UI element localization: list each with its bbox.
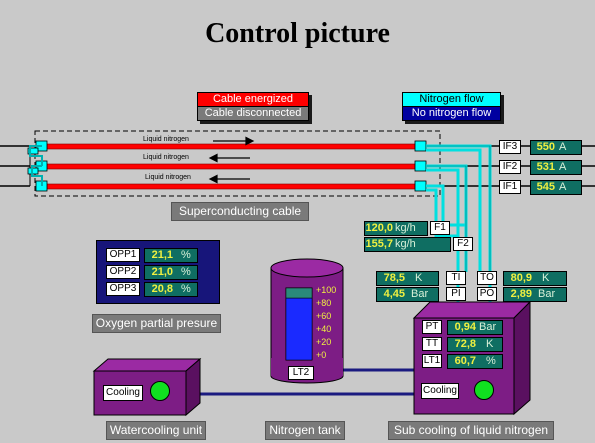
energized-cables (41, 143, 421, 190)
legend-no-nitrogen-flow: No nitrogen flow (402, 106, 501, 121)
nitrogen-tank-caption: Nitrogen tank (265, 421, 345, 440)
left-loop-pipes (29, 145, 43, 186)
watercool-cooling-indicator (150, 381, 170, 401)
watercool-cooling-label: Cooling (103, 385, 143, 401)
subcool-caption: Sub cooling of liquid nitrogen (388, 421, 554, 440)
lt1-label: LT1 (422, 354, 442, 368)
opp2-value: 21,0% (144, 265, 198, 280)
po-label: PO (477, 287, 497, 301)
pi-label: PI (446, 287, 466, 301)
current-label: IF3 (499, 140, 521, 154)
nitrogen-pipes (426, 144, 492, 272)
oxygen-caption: Oxygen partial presure (92, 314, 221, 333)
opp2-label: OPP2 (106, 265, 140, 279)
tt-label: TT (422, 337, 442, 351)
subcool-cooling-indicator (474, 380, 494, 400)
legend-cable-disconnected: Cable disconnected (197, 106, 309, 121)
superconducting-cable-caption: Superconducting cable (171, 202, 309, 221)
tank-scale-0: +0 (316, 350, 327, 360)
right-terminations (414, 140, 427, 192)
watercool-unit (92, 357, 202, 417)
oxygen-panel: OPP1 21,1% OPP2 21,0% OPP3 20,8% (96, 240, 220, 304)
opp1-value: 21,1% (144, 248, 198, 263)
lt1-value: 60,7% (447, 354, 503, 369)
current-label: IF1 (499, 180, 521, 194)
flow-label-2: Liquid nitrogen (143, 154, 189, 161)
pt-label: PT (422, 320, 442, 334)
flow-label-3: Liquid nitrogen (145, 174, 191, 181)
flow-f2-label: F2 (453, 237, 473, 251)
nitrogen-pipes-outline (426, 145, 491, 272)
cooling-water-pipes (190, 368, 414, 396)
tank-scale-40: +40 (316, 324, 332, 334)
opp3-label: OPP3 (106, 282, 140, 296)
cable-envelope (34, 130, 441, 197)
cable-phase-3 (41, 143, 421, 150)
to-label: TO (477, 271, 497, 285)
tank-lt2-label: LT2 (288, 366, 314, 380)
opp1-label: OPP1 (106, 248, 140, 262)
tank-scale-20: +20 (316, 337, 332, 347)
tank-level-fill (285, 297, 313, 361)
ti-label: TI (446, 271, 466, 285)
tank-scale-100: +100 (316, 285, 337, 295)
flow-label-1: Liquid nitrogen (143, 136, 189, 143)
watercool-caption: Watercooling unit (106, 421, 206, 440)
opp3-value: 20,8% (144, 282, 198, 297)
flow-arrows (208, 136, 255, 184)
page-title: Control picture (205, 18, 390, 49)
current-label: IF2 (499, 160, 521, 174)
tank-scale-80: +80 (316, 298, 332, 308)
cable-phase-2 (41, 163, 421, 170)
power-lines-left (0, 145, 31, 187)
flow-f1-label: F1 (430, 221, 450, 235)
tank-scale-60: +60 (316, 311, 332, 321)
subcool-cooling-label: Cooling (421, 383, 459, 399)
tank-scale: +100 +80 +60 +40 +20 +0 (316, 284, 336, 362)
cable-phase-1 (41, 183, 421, 190)
